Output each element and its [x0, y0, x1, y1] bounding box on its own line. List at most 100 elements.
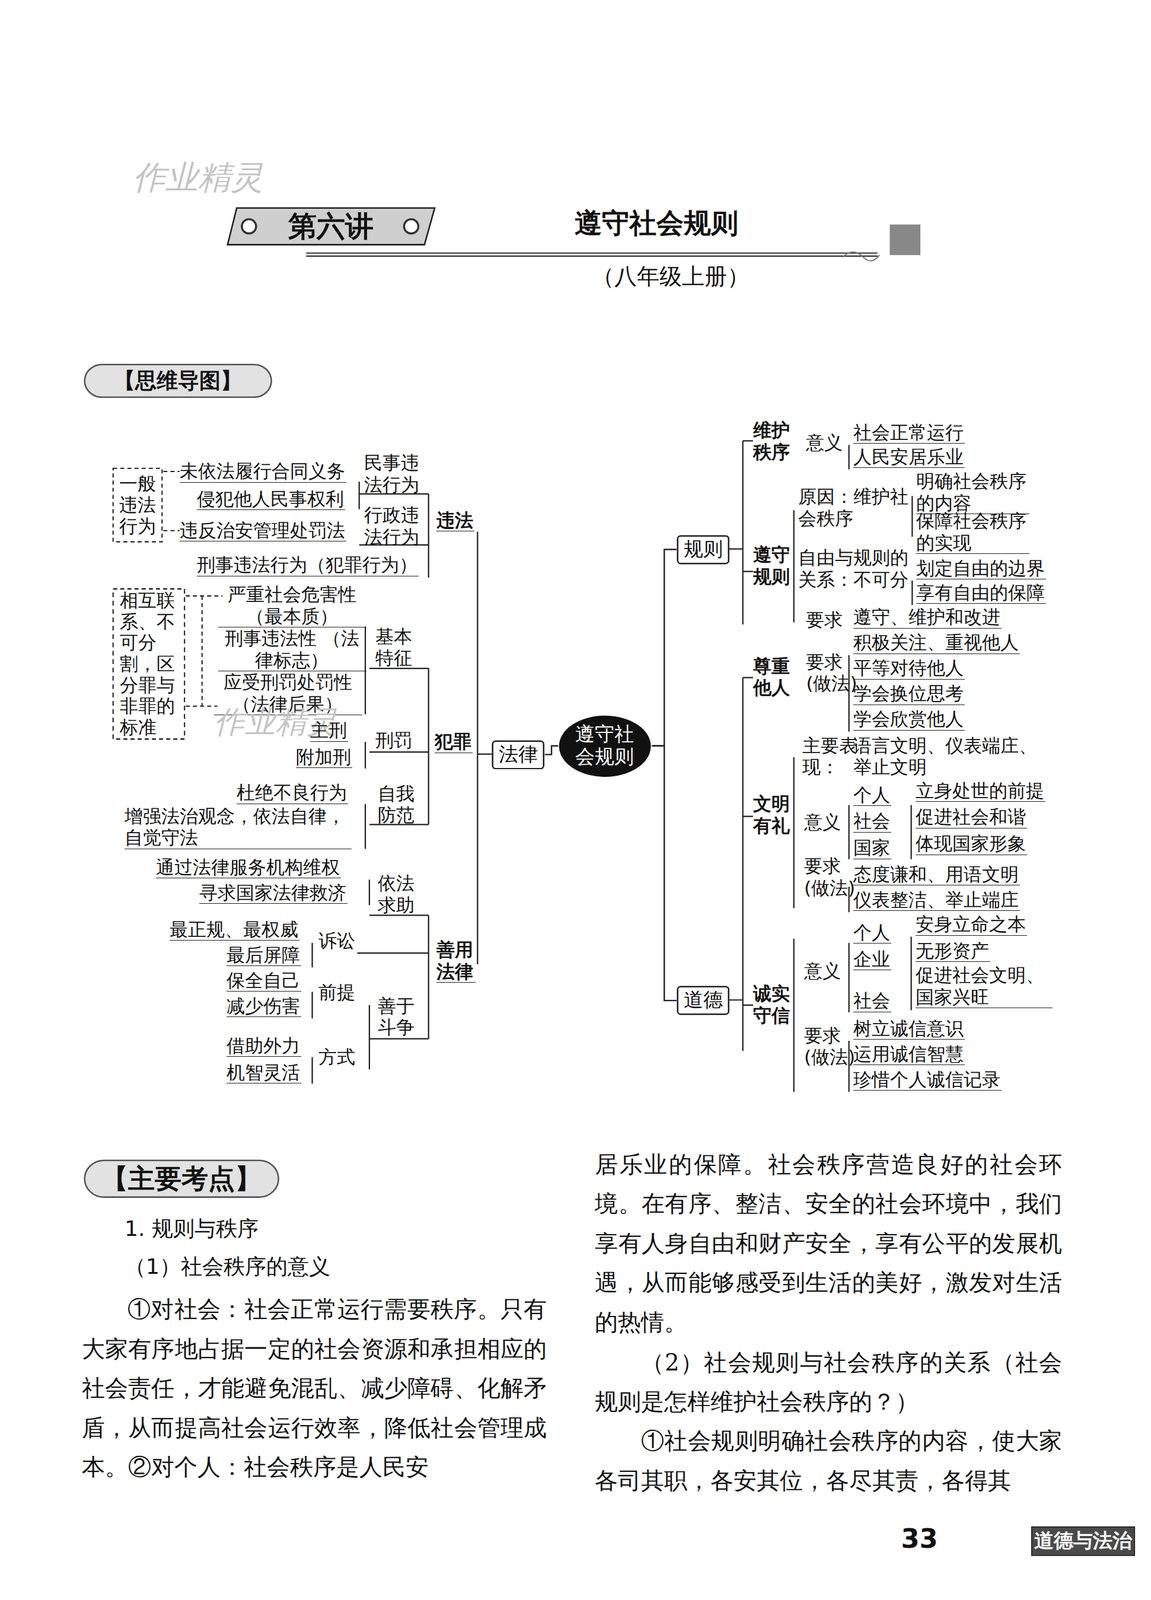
dash-shape: [113, 588, 185, 739]
map-label: 平等对待他人: [853, 657, 965, 680]
title-curl: [842, 252, 880, 261]
branch-box: 法律: [491, 740, 545, 770]
tag-shape: [84, 1159, 279, 1197]
tree-lines: [312, 440, 913, 1092]
map-label: 遵守规则: [753, 543, 791, 588]
box-shape: [492, 740, 544, 768]
band-dot: [241, 219, 257, 234]
map-label: 要求(做法): [804, 1024, 856, 1068]
central-ellipse: 遵守社会规则: [558, 714, 652, 779]
map-label: 个人: [853, 783, 892, 807]
body-paragraph: （2）社会规则与社会秩序的关系（社会规则是怎样维护社会秩序的？）: [594, 1343, 1063, 1422]
dashed-box: 一般违法行为: [112, 467, 164, 543]
map-label: 行政违法行为: [364, 504, 420, 548]
node-text: 第六讲: [288, 209, 374, 243]
node-text: 遵守社会规则: [575, 723, 636, 768]
map-label: 刑事违法行为（犯罪行为）: [196, 553, 419, 577]
node-text: 【思维导图】: [113, 368, 242, 394]
map-label: 态度谦和、用语文明: [853, 863, 1020, 886]
map-label: 民事违法行为: [364, 451, 420, 496]
node-text: 一般违法行为: [119, 473, 157, 537]
map-label: 违反治安管理处罚法: [179, 519, 347, 542]
map-label: 国家: [853, 836, 892, 860]
map-label: 最后屏障: [226, 944, 302, 967]
map-label: 学会换位思考: [853, 682, 965, 706]
map-label: 主要表现：: [802, 734, 860, 779]
map-label: 保障社会秩序的实现: [916, 509, 1030, 554]
box-shape: [677, 986, 729, 1015]
map-label: 保全自己: [226, 969, 302, 993]
map-label: 无形资产: [915, 939, 991, 963]
watermark: 作业精灵: [132, 158, 264, 197]
map-label: 33: [900, 1523, 938, 1555]
map-label: 未依法履行合同义务: [179, 460, 347, 483]
map-label: 借助外力: [226, 1034, 302, 1058]
body-paragraph: ①对社会：社会正常运行需要秩序。只有大家有序地占据一定的社会资源和承担相应的社会…: [81, 1289, 548, 1488]
map-label: 划定自由的边界: [916, 557, 1047, 580]
connector: [544, 745, 559, 755]
branch-box: 道德: [676, 985, 730, 1016]
map-label: 减少伤害: [226, 995, 302, 1018]
map-label: 意义: [804, 960, 841, 982]
dash-shape: [113, 468, 163, 542]
map-label: 1. 规则与秩序: [124, 1216, 259, 1242]
connector: [652, 745, 677, 1001]
body-paragraph: 居乐业的保障。社会秩序营造良好的社会环境。在有序、整洁、安全的社会环境中，我们享…: [594, 1145, 1063, 1343]
map-label: 犯罪: [434, 730, 473, 754]
node-text: 道德与法治: [1034, 1529, 1133, 1553]
map-label: 要求(做法): [804, 855, 856, 899]
map-label: 要求(做法): [805, 651, 858, 695]
map-label: 文明有礼: [753, 792, 791, 837]
map-label: （八年级上册）: [591, 263, 750, 290]
map-label: （1）社会秩序的意义: [124, 1254, 331, 1280]
map-label: 积极关注、重视他人: [853, 631, 1020, 655]
map-label: 体现国家形象: [915, 832, 1028, 856]
map-label: 增强法治观念，依法自律，自觉守法: [124, 805, 352, 850]
map-label: 通过法律服务机构维权: [155, 856, 341, 879]
map-label: 侵犯他人民事权利: [196, 488, 346, 511]
map-label: 遵守、维护和改进: [853, 606, 1002, 629]
map-label: 促进社会和谐: [915, 805, 1028, 829]
map-label: 自我防范: [377, 782, 416, 827]
ellipse-shape: [559, 715, 652, 777]
map-label: 安身立命之本: [915, 913, 1028, 936]
title-rule: [305, 253, 878, 257]
node-text: 道德: [683, 989, 723, 1012]
tag-shape: [84, 364, 272, 397]
map-label: 严重社会危害性 （最本质）: [218, 583, 367, 628]
map-label: 意义: [804, 811, 841, 834]
map-label: 社会正常运行: [853, 421, 965, 445]
section-tag: 【主要考点】: [83, 1159, 280, 1198]
title-square: [889, 224, 921, 256]
map-label: 语言文明、仪表端庄、举止文明: [853, 734, 1045, 779]
map-label: 要求: [805, 609, 843, 631]
band-shape: [227, 208, 435, 245]
map-label: 立身处世的前提: [915, 779, 1046, 803]
map-label: 最正规、最权威: [169, 918, 300, 942]
connector: [652, 549, 677, 746]
map-label: 促进社会文明、国家兴旺: [915, 964, 1053, 1009]
footer-band: 道德与法治: [1030, 1525, 1136, 1557]
chapter-band: 第六讲: [226, 206, 436, 246]
map-label: 维护秩序: [753, 419, 791, 463]
map-label: 意义: [805, 431, 843, 454]
map-label: 寻求国家法律救济: [199, 881, 348, 905]
map-label: 享有自由的保障: [916, 581, 1047, 605]
map-label: 社会: [853, 810, 892, 833]
footer-shape: [1031, 1526, 1135, 1555]
map-label: 仪表整洁、举止端庄: [853, 888, 1020, 912]
map-label: 树立诚信意识: [853, 1017, 965, 1041]
map-label: 诚实守信: [753, 982, 791, 1026]
map-label: 刑罚: [375, 729, 413, 752]
map-label: 善于斗争: [377, 995, 416, 1039]
branch-box: 规则: [676, 534, 730, 565]
map-label: 依法求助: [377, 872, 416, 916]
map-label: 运用诚信智慧: [853, 1043, 965, 1066]
map-label: 原因：维护社会秩序: [798, 485, 911, 529]
map-label: 自由与规则的关系：不可分: [798, 546, 914, 591]
box-shape: [677, 535, 729, 563]
map-label: 基本特征: [375, 625, 413, 669]
map-label: 企业: [853, 948, 892, 971]
map-label: 附加刑: [295, 745, 353, 769]
